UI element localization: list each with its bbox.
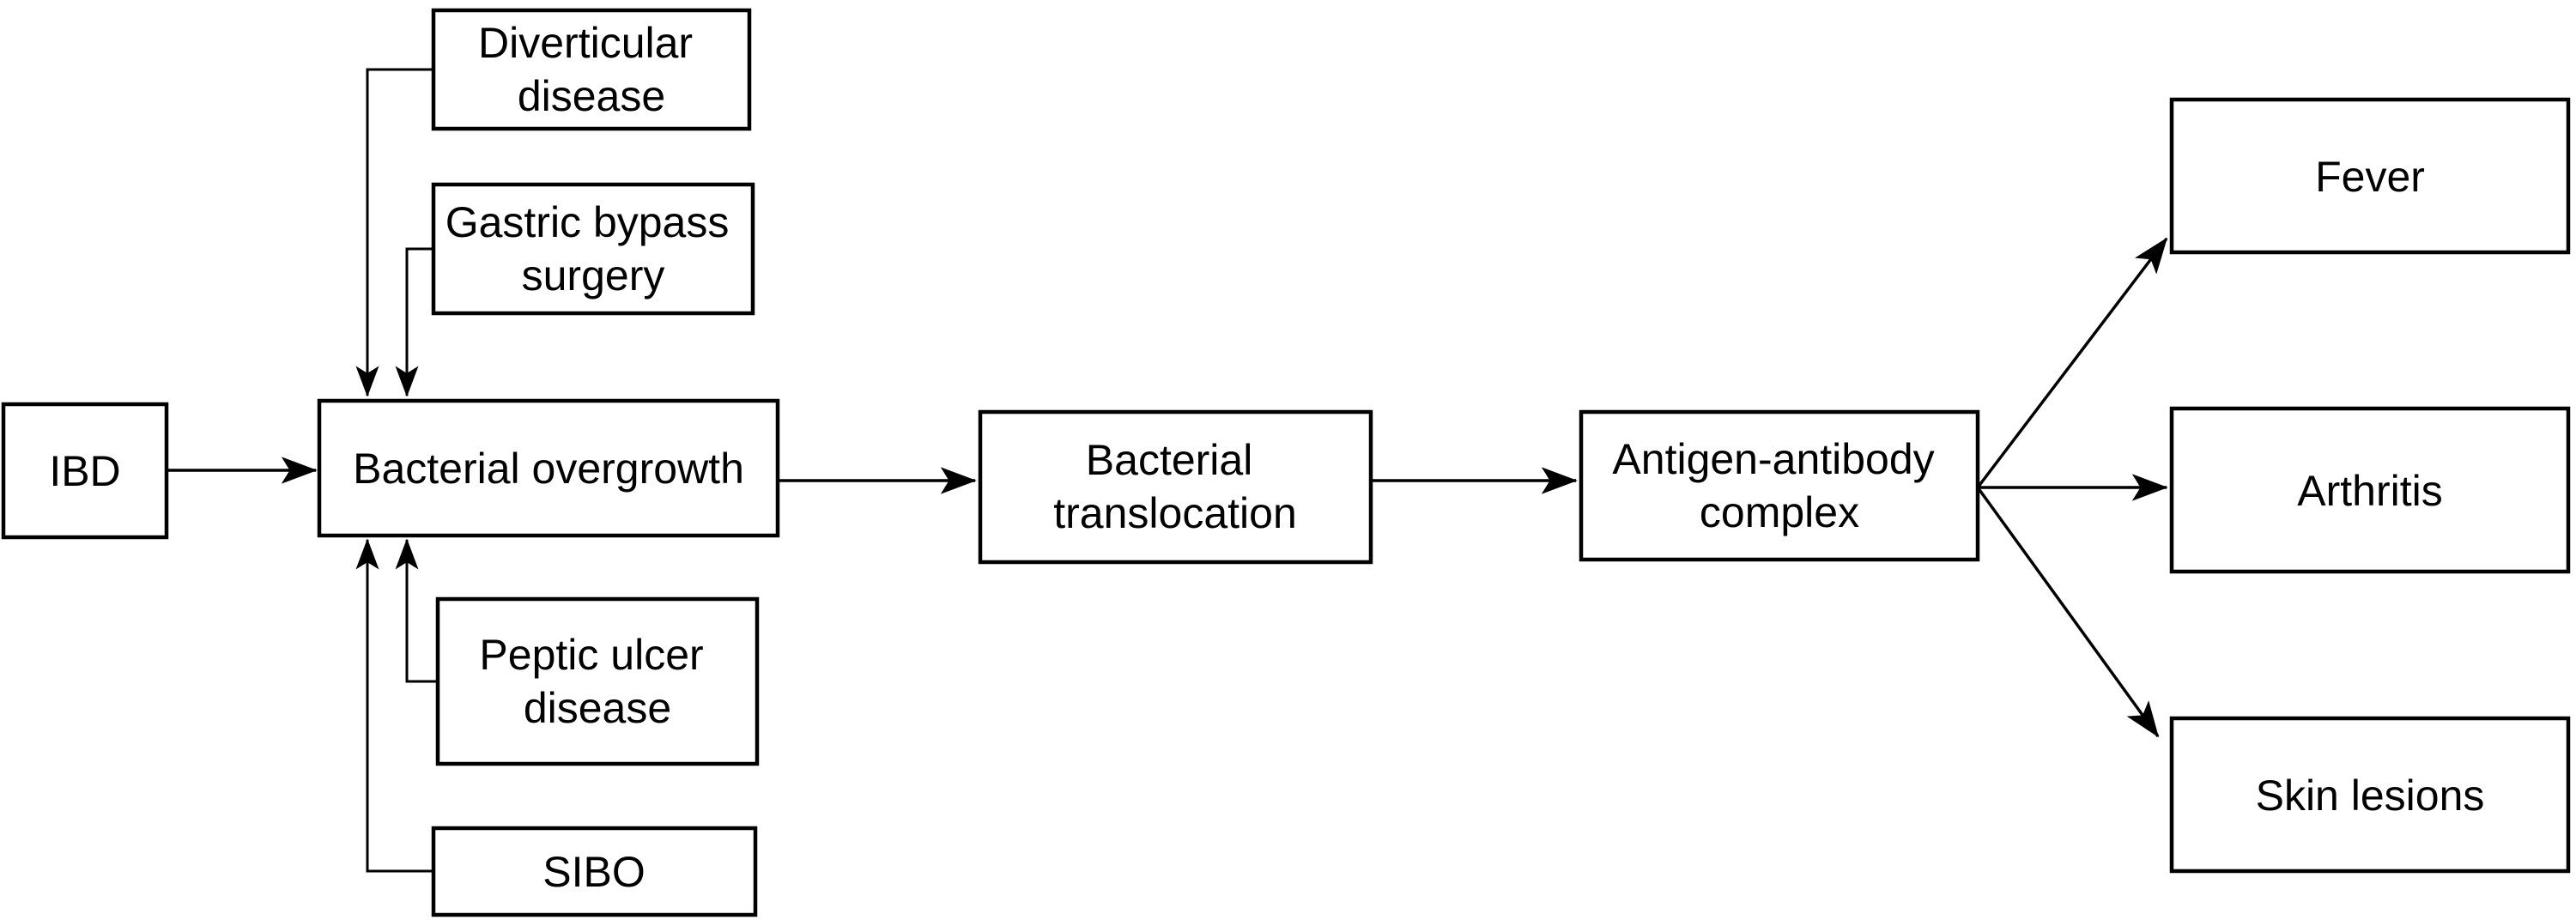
node-peptic-ulcer-label: Peptic ulcer disease bbox=[479, 631, 715, 732]
node-antigen-antibody-label: Antigen-antibody complex bbox=[1612, 435, 1946, 536]
node-arthritis-box bbox=[2169, 406, 2571, 574]
node-diverticular-disease: Diverticular disease bbox=[431, 8, 752, 131]
edge-antigen-antibody-to-fever bbox=[1976, 237, 2168, 489]
node-sibo-label: SIBO bbox=[542, 848, 645, 896]
node-bacterial-overgrowth-box bbox=[317, 398, 780, 538]
node-skin-lesions-label: Skin lesions bbox=[2256, 772, 2485, 820]
edge-peptic-ulcer-to-bacterial-overgrowth bbox=[395, 538, 438, 683]
node-diverticular-disease-box bbox=[431, 8, 752, 131]
node-fever-label: Fever bbox=[2315, 153, 2425, 201]
node-antigen-antibody: Antigen-antibody complex bbox=[1579, 409, 1980, 562]
node-skin-lesions: Skin lesions bbox=[2169, 716, 2571, 874]
node-peptic-ulcer: Peptic ulcer disease bbox=[435, 596, 760, 766]
node-diverticular-disease-label: Diverticular disease bbox=[478, 19, 705, 120]
node-peptic-ulcer-box bbox=[435, 596, 760, 766]
node-arthritis-label: Arthritis bbox=[2297, 467, 2442, 515]
node-bacterial-overgrowth-label: Bacterial overgrowth bbox=[353, 445, 744, 493]
node-gastric-bypass: Gastric bypass surgery bbox=[431, 182, 755, 316]
node-fever-box bbox=[2169, 97, 2571, 255]
node-ibd: IBD bbox=[1, 402, 169, 540]
node-bacterial-translocation: Bacterial translocation bbox=[978, 409, 1373, 565]
edge-sibo-to-bacterial-overgrowth bbox=[355, 538, 433, 873]
node-ibd-label: IBD bbox=[49, 447, 120, 495]
node-skin-lesions-box bbox=[2169, 716, 2571, 874]
node-gastric-bypass-box bbox=[431, 182, 755, 316]
node-sibo: SIBO bbox=[431, 826, 758, 917]
node-fever: Fever bbox=[2169, 97, 2571, 255]
edge-antigen-antibody-to-skin-lesions bbox=[1976, 486, 2160, 738]
node-ibd-box bbox=[1, 402, 169, 540]
node-antigen-antibody-box bbox=[1579, 409, 1980, 562]
node-bacterial-translocation-label: Bacterial translocation bbox=[1053, 436, 1297, 537]
node-gastric-bypass-label: Gastric bypass surgery bbox=[445, 198, 742, 300]
node-arthritis: Arthritis bbox=[2169, 406, 2571, 574]
node-sibo-box bbox=[431, 826, 758, 917]
node-bacterial-overgrowth: Bacterial overgrowth bbox=[317, 398, 780, 538]
edge-diverticular-disease-to-bacterial-overgrowth bbox=[355, 68, 433, 397]
edge-gastric-bypass-to-bacterial-overgrowth bbox=[395, 247, 433, 397]
node-bacterial-translocation-box bbox=[978, 409, 1373, 565]
